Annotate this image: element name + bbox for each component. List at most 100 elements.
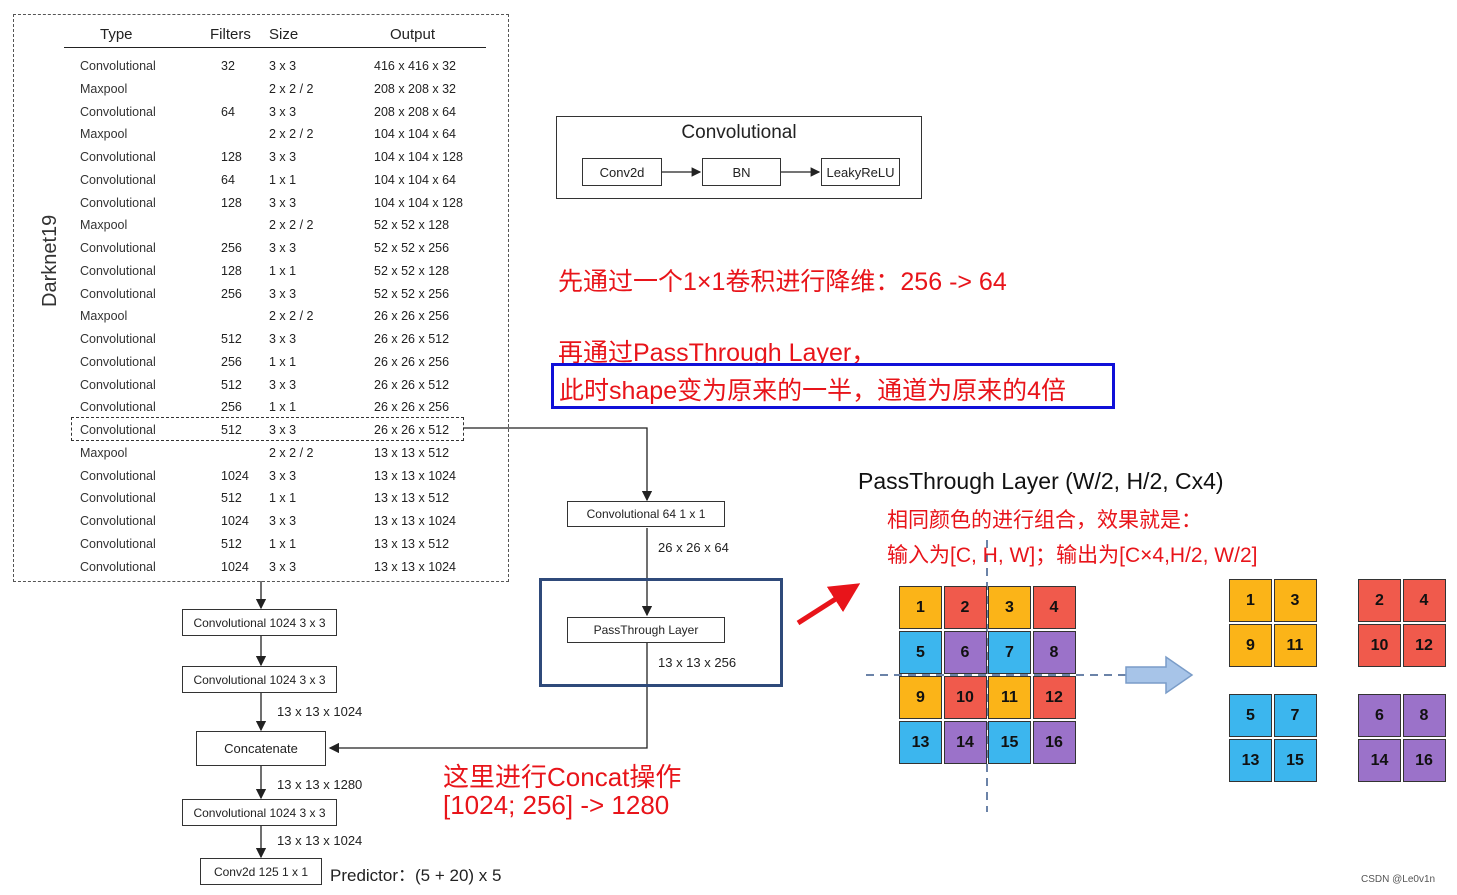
row-filters-cell: 512: [221, 423, 242, 437]
passthrough-title: PassThrough Layer (W/2, H/2, Cx4): [858, 468, 1224, 494]
row-type-cell: Convolutional: [80, 491, 156, 506]
row-type-cell: Convolutional: [80, 286, 156, 301]
passthrough-desc-1: 相同颜色的进行组合，效果就是：: [887, 509, 1202, 532]
grid-cell: 6: [943, 631, 987, 674]
row-size-cell: 3 x 3: [269, 150, 297, 164]
row-output-cell: 208 x 208 x 32: [374, 81, 457, 96]
row-output-cell: 26 x 26 x 512: [374, 332, 450, 346]
row-size-cell: 3 x 3: [269, 286, 297, 301]
row-output-cell: 52 x 52 x 128: [374, 218, 450, 233]
row-output-cell: 26 x 26 x 256: [374, 309, 450, 324]
output-grid-cell: 9: [1229, 624, 1272, 667]
row-output-cell: 13 x 13 x 1024: [374, 559, 457, 574]
row-type-cell: Convolutional: [80, 172, 156, 187]
row-size-cell: 3 x 3: [269, 514, 297, 528]
grid-cell: 15: [988, 721, 1031, 764]
row-type-cell: Convolutional: [80, 263, 156, 278]
grid-cell: 12: [1032, 676, 1076, 719]
row-size-cell: 3 x 3: [269, 59, 297, 73]
output-grid-cell: 13: [1229, 739, 1272, 782]
output-grid-cell: 2: [1358, 579, 1401, 622]
conv-block-title: Convolutional: [681, 122, 797, 143]
output-grid-cell: 15: [1273, 739, 1317, 782]
row-size-cell: 2 x 2 / 2: [269, 127, 314, 142]
row-type-cell: Convolutional: [80, 332, 156, 346]
grid-cell: 2: [943, 586, 987, 629]
highlight-box-blue: [551, 363, 1115, 409]
row-size-cell: 1 x 1: [269, 354, 297, 369]
row-filters-cell: 256: [221, 354, 242, 369]
main-output-2: 13 x 13 x 1280: [277, 777, 363, 792]
row-size-cell: 1 x 1: [269, 491, 297, 506]
row-filters-cell: 128: [221, 263, 242, 278]
row-size-cell: 3 x 3: [269, 241, 297, 255]
branch-conv-output: 26 x 26 x 64: [658, 540, 729, 555]
main-conv-box-3: Convolutional 1024 3 x 3: [182, 799, 337, 826]
row-filters-cell: 1024: [221, 559, 249, 574]
row-size-cell: 1 x 1: [269, 172, 297, 187]
grid-cell: 13: [899, 721, 942, 764]
row-size-cell: 3 x 3: [269, 559, 297, 574]
output-grid-cell: 1: [1229, 579, 1272, 622]
grid-cell: 3: [988, 586, 1031, 629]
row-type-cell: Convolutional: [80, 559, 156, 574]
highlighted-row: [71, 417, 464, 441]
conv-block-frame: [556, 116, 922, 199]
main-conv-box-1: Convolutional 1024 3 x 3: [182, 609, 337, 636]
row-type-cell: Convolutional: [80, 468, 156, 483]
row-type-cell: Convolutional: [80, 59, 156, 73]
output-grid-cell: 10: [1358, 624, 1401, 667]
row-type-cell: Convolutional: [80, 536, 156, 551]
row-output-cell: 104 x 104 x 128: [374, 195, 463, 210]
row-size-cell: 3 x 3: [269, 377, 297, 392]
passthrough-annotation-line1: 再通过PassThrough Layer，: [558, 339, 877, 367]
header-filters: Filters: [210, 26, 251, 43]
row-output-cell: 13 x 13 x 512: [374, 536, 450, 551]
output-grid-cell: 12: [1402, 624, 1446, 667]
row-filters-cell: 1024: [221, 468, 249, 483]
output-grid-cell: 5: [1229, 694, 1272, 737]
row-type-cell: Convolutional: [80, 354, 156, 369]
row-output-cell: 26 x 26 x 256: [374, 400, 450, 415]
grid-cell: 7: [988, 631, 1031, 674]
row-size-cell: 1 x 1: [269, 263, 297, 278]
output-grid-cell: 6: [1358, 694, 1401, 737]
grid-cell: 9: [899, 676, 942, 719]
bn-box: BN: [702, 158, 781, 186]
passthrough-highlight-frame: [539, 578, 783, 687]
row-filters-cell: 128: [221, 195, 242, 210]
predictor-label: Predictor：(5 + 20) x 5: [330, 866, 502, 885]
main-output-3: 13 x 13 x 1024: [277, 833, 363, 848]
row-filters-cell: 32: [221, 59, 235, 73]
output-grid-cell: 14: [1358, 739, 1401, 782]
header-rule: [64, 47, 486, 48]
row-type-cell: Maxpool: [80, 127, 128, 142]
main-output-1: 13 x 13 x 1024: [277, 704, 363, 719]
row-output-cell: 104 x 104 x 64: [374, 172, 457, 187]
row-filters-cell: 512: [221, 332, 242, 346]
row-output-cell: 104 x 104 x 128: [374, 150, 463, 164]
row-size-cell: 1 x 1: [269, 536, 297, 551]
row-type-cell: Convolutional: [80, 195, 156, 210]
row-size-cell: 3 x 3: [269, 104, 297, 119]
leakyrelu-box: LeakyReLU: [821, 158, 900, 186]
output-grid-cell: 16: [1402, 739, 1446, 782]
row-size-cell: 3 x 3: [269, 332, 297, 346]
main-conv-box-2: Convolutional 1024 3 x 3: [182, 666, 337, 693]
row-output-cell: 13 x 13 x 512: [374, 445, 450, 460]
passthrough-output: 13 x 13 x 256: [658, 655, 737, 670]
row-filters-cell: 1024: [221, 514, 249, 528]
row-output-cell: 13 x 13 x 1024: [374, 468, 457, 483]
row-size-cell: 1 x 1: [269, 400, 297, 415]
row-type-cell: Convolutional: [80, 400, 156, 415]
grid-cell: 4: [1032, 586, 1076, 629]
row-type-cell: Convolutional: [80, 150, 156, 164]
output-grid-cell: 3: [1273, 579, 1317, 622]
grid-cell: 8: [1032, 631, 1076, 674]
row-type-cell: Convolutional: [80, 377, 156, 392]
watermark: CSDN @Le0v1n: [1361, 874, 1436, 885]
row-filters-cell: 256: [221, 241, 242, 255]
row-size-cell: 3 x 3: [269, 468, 297, 483]
row-output-cell: 208 x 208 x 64: [374, 104, 457, 119]
